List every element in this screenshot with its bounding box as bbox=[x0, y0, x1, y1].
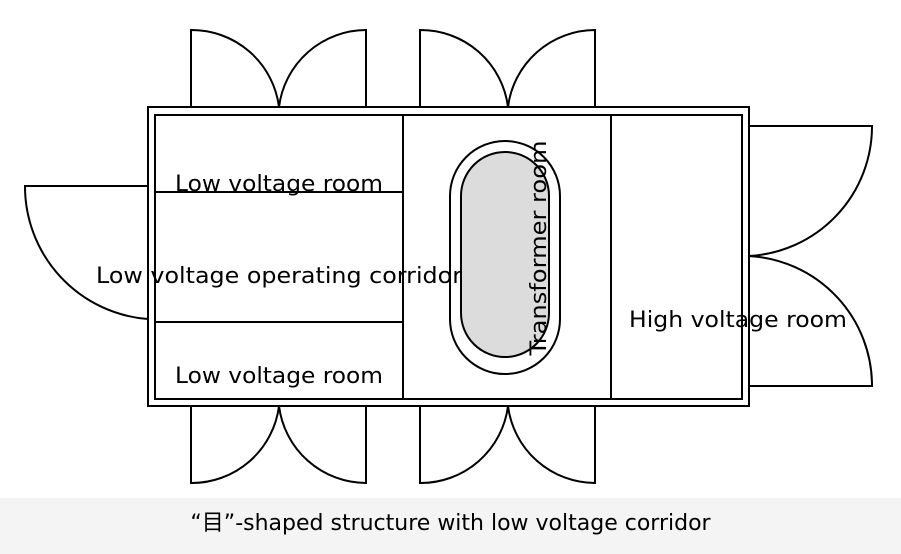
label-low-voltage-room-bottom: Low voltage room bbox=[175, 364, 383, 389]
door-left bbox=[23, 185, 149, 320]
caption-background bbox=[0, 498, 901, 554]
transformer-enclosure bbox=[449, 140, 561, 375]
label-transformer-room: Transformer room bbox=[527, 140, 552, 356]
diagram-caption: “目”-shaped structure with low voltage co… bbox=[190, 511, 711, 536]
door-top-right-a bbox=[419, 28, 509, 108]
door-right-top bbox=[748, 125, 874, 257]
door-top-left-a bbox=[190, 28, 280, 108]
building-outer-wall bbox=[147, 106, 750, 407]
label-low-voltage-operating-corridor: Low voltage operating corridor bbox=[96, 264, 463, 289]
label-low-voltage-room-top: Low voltage room bbox=[175, 172, 383, 197]
label-high-voltage-room: High voltage room bbox=[629, 308, 847, 333]
door-bottom-right-b bbox=[507, 405, 596, 485]
door-top-right-b bbox=[507, 28, 596, 108]
building-inner-wall bbox=[154, 114, 743, 400]
corridor-box bbox=[154, 191, 404, 323]
door-top-left-b bbox=[278, 28, 367, 108]
door-bottom-left-a bbox=[190, 405, 280, 485]
door-bottom-right-a bbox=[419, 405, 509, 485]
door-right-bottom bbox=[748, 255, 874, 387]
transformer-body bbox=[460, 151, 550, 358]
door-bottom-left-b bbox=[278, 405, 367, 485]
